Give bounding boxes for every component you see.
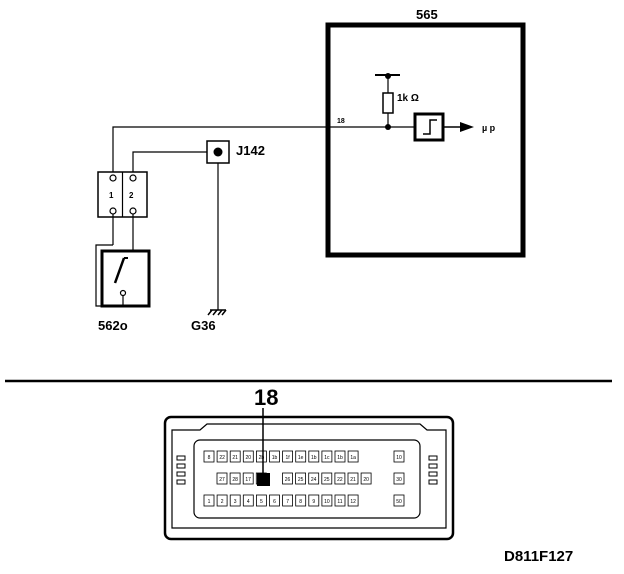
- connector-pin-cavity: [334, 472, 346, 485]
- connector-pin-cavity: [347, 450, 359, 463]
- two-pin-connector: 1 2: [97, 171, 148, 218]
- connector-pin-cavity: [321, 472, 333, 485]
- connector-pin-label: 1a: [350, 455, 356, 461]
- connector-pin-cavity: [295, 472, 307, 485]
- connector-pin-cavity: [216, 450, 228, 463]
- connector-pin-label: 10: [396, 455, 402, 461]
- connector-pin-label: 8: [299, 499, 302, 505]
- connector-pin-label: 24: [311, 477, 317, 483]
- schmitt-trigger: µ p: [413, 112, 496, 142]
- connector-pin-cavity: [334, 450, 346, 463]
- connector-pin-label: 20: [246, 455, 252, 461]
- connector-pin-cavity: [282, 450, 294, 463]
- splice-j142: J142: [206, 140, 265, 310]
- pin-rows: 82221202b1b1f1e1b1c1b1a10272817182625242…: [203, 450, 405, 507]
- connector-pin-cavity: [347, 472, 359, 485]
- connector-pin2-label: 2: [129, 191, 134, 200]
- connector-pin1-label: 1: [109, 191, 114, 200]
- connector-pin-label: 4: [247, 499, 250, 505]
- wire-pin-label: 18: [337, 118, 345, 125]
- connector-pin-cavity: [269, 450, 280, 463]
- connector-pin-label: 22: [219, 455, 225, 461]
- connector-pin-label: 21: [232, 455, 238, 461]
- connector-pin-label: 50: [396, 499, 402, 505]
- ground-label: G36: [191, 318, 216, 333]
- connector-pin-label: 1c: [324, 455, 330, 461]
- connector-pin-cavity: [393, 494, 405, 507]
- connector-pin-cavity: [255, 494, 267, 507]
- connector-pin-label: 1b: [311, 455, 317, 461]
- connector-pin-cavity: [282, 472, 293, 485]
- connector-pin-label: 3: [234, 499, 237, 505]
- connector-pin-label: 1b: [272, 455, 278, 461]
- connector-pin-label: 8: [208, 455, 211, 461]
- connector-pin-label: 1e: [298, 455, 304, 461]
- connector-pin-label: 30: [396, 477, 402, 483]
- pullup-resistor: 1k Ω: [375, 73, 419, 130]
- connector-pin-label: 6: [273, 499, 276, 505]
- connector-pin-cavity: [229, 450, 241, 463]
- connector-pin-cavity: [282, 494, 294, 507]
- switch-label: 562o: [98, 318, 128, 333]
- ground-g36: [207, 309, 227, 316]
- connector-pin-label: 28: [232, 477, 238, 483]
- connector-pin-label: 10: [324, 499, 330, 505]
- connector-callout-label: 18: [254, 385, 278, 410]
- connector-pin-cavity: [393, 472, 405, 485]
- connector-pin-cavity: [295, 494, 307, 507]
- connector-pin-label: 25: [324, 477, 330, 483]
- connector-pin-label: 25: [298, 477, 304, 483]
- connector-pin-label: 20: [363, 477, 369, 483]
- connector-pin-cavity: [229, 494, 241, 507]
- connector-pin-cavity: [295, 450, 307, 463]
- connector-pin-cavity: [308, 472, 320, 485]
- control-unit-label: 565: [416, 7, 438, 22]
- signal-wire: [112, 126, 415, 177]
- figure-id: D811F127: [504, 548, 573, 565]
- connector-pin-label: 21: [350, 477, 356, 483]
- splice-wire: [132, 151, 210, 177]
- connector-pin-label: 12: [350, 499, 356, 505]
- connector-pin-label: 1b: [337, 455, 343, 461]
- switch-562o: 562o: [95, 214, 151, 333]
- resistor-label: 1k Ω: [397, 93, 419, 104]
- connector-pin-label: 11: [337, 499, 342, 505]
- connector-pin-label: 1f: [286, 455, 291, 461]
- connector-pin-cavity: [269, 494, 280, 507]
- connector-pin-label: 7: [286, 499, 289, 505]
- connector-pin-label: 2: [221, 499, 224, 505]
- connector-pin-label: 1: [208, 499, 211, 505]
- connector-pin-label: 2b: [259, 455, 265, 461]
- connector-pin-cavity: [308, 450, 320, 463]
- splice-label: J142: [236, 143, 265, 158]
- connector-pin-label: 26: [285, 477, 291, 483]
- connector-pin-cavity: [393, 450, 405, 463]
- connector-pin-cavity: [255, 450, 267, 463]
- connector-pin-cavity: [203, 494, 215, 507]
- connector-pin-cavity: [242, 472, 254, 485]
- connector-pin-cavity: [229, 472, 241, 485]
- connector-pin-label: 9: [312, 499, 315, 505]
- connector-pin-label: 17: [245, 477, 251, 483]
- connector-pin-label: 22: [337, 477, 343, 483]
- connector-pin-cavity: [347, 494, 359, 507]
- connector-pin-label: 27: [219, 477, 225, 483]
- ecu-connector-face: 82221202b1b1f1e1b1c1b1a10272817182625242…: [163, 385, 455, 541]
- control-unit-565: 565: [325, 7, 526, 258]
- connector-pin-cavity: [321, 494, 333, 507]
- connector-pin-cavity: [242, 450, 254, 463]
- connector-pin-cavity: [308, 494, 320, 507]
- connector-pin-cavity: [334, 494, 346, 507]
- connector-pin-cavity: [242, 494, 254, 507]
- connector-pin-cavity: [321, 450, 333, 463]
- connector-pin-label: 5: [260, 499, 263, 505]
- output-label: µ p: [482, 123, 496, 133]
- connector-pin-cavity: [360, 472, 372, 485]
- connector-pin-cavity: [216, 494, 228, 507]
- connector-pin-cavity: [216, 472, 228, 485]
- connector-pin-cavity: [203, 450, 215, 463]
